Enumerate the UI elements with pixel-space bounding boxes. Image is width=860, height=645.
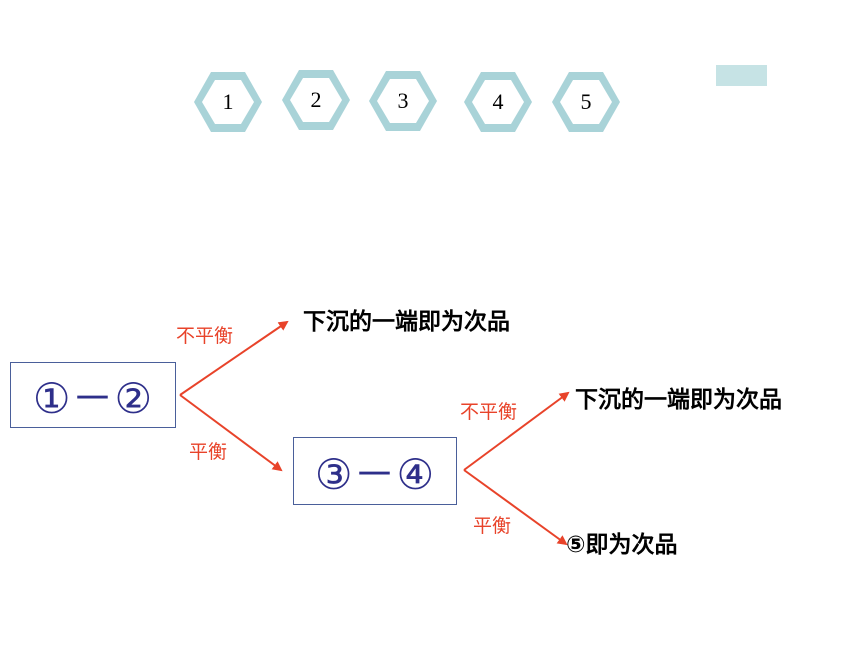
hexagon-icon <box>194 72 262 132</box>
second-unbalanced-label: 不平衡 <box>460 401 518 423</box>
hex-coin-5: 5 <box>551 70 621 134</box>
hex-number: 4 <box>492 89 504 114</box>
second-unbalanced-result: 下沉的一端即为次品 <box>575 387 782 413</box>
hex-number: 5 <box>580 89 592 114</box>
hexagon-icon <box>282 70 350 130</box>
first-balanced-label: 平衡 <box>189 441 228 463</box>
second-balanced-label: 平衡 <box>473 515 512 537</box>
hex-number: 1 <box>222 89 234 114</box>
hex-coin-4: 4 <box>463 70 533 134</box>
hex-coin-3: 3 <box>368 69 438 133</box>
second-weighing-box: ③－④ <box>293 437 457 505</box>
hexagon-icon <box>369 71 437 131</box>
hex-number: 2 <box>310 87 322 112</box>
first-unbalanced-label: 不平衡 <box>176 325 234 347</box>
first-weighing-box: ①－② <box>10 362 176 428</box>
first-unbalanced-result: 下沉的一端即为次品 <box>303 309 510 335</box>
arrow-first-unbalanced <box>179 320 289 396</box>
hex-number: 3 <box>397 88 409 113</box>
arrow-first-balanced <box>179 394 283 472</box>
arrow-second-balanced <box>463 469 568 546</box>
arrow-second-unbalanced <box>463 391 570 471</box>
hexagon-icon <box>552 72 620 132</box>
hex-coin-2: 2 <box>281 68 351 132</box>
corner-block <box>716 65 767 86</box>
second-balanced-result: ⑤即为次品 <box>566 532 678 558</box>
hex-coin-1: 1 <box>193 70 263 134</box>
hexagon-icon <box>464 72 532 132</box>
